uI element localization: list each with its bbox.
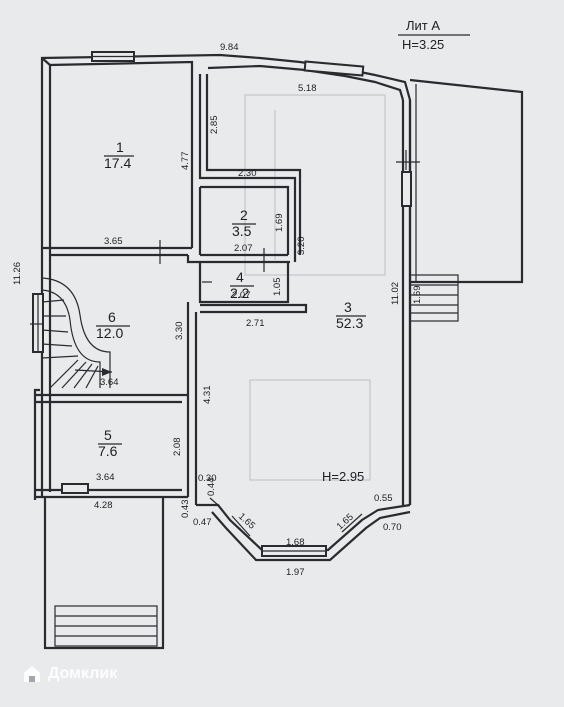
lit-label: Лит А [406, 18, 440, 33]
window-room5 [61, 483, 89, 494]
dim-207b: 2.07 [232, 290, 251, 301]
bay-window [196, 497, 411, 562]
interior-walls [30, 74, 308, 505]
dim-428: 4.28 [94, 500, 113, 511]
room-5-number: 5 [104, 427, 112, 443]
height-label: H=3.25 [402, 37, 444, 52]
dim-364b: 3.64 [96, 472, 115, 483]
dim-047: 0.47 [193, 517, 212, 528]
dim-208: 2.08 [172, 438, 183, 457]
room-2-area: 3.5 [232, 223, 252, 239]
window-room3-right [401, 171, 412, 207]
dim-197: 1.97 [286, 567, 305, 578]
dim-169b: 1.69 [412, 286, 423, 305]
room-1-number: 1 [116, 139, 124, 155]
room-3-area: 52.3 [336, 315, 363, 331]
dim-330: 3.30 [174, 322, 185, 341]
dim-right-total: 11.02 [390, 282, 401, 305]
room-2-number: 2 [240, 207, 248, 223]
dim-105: 1.05 [272, 278, 283, 297]
room-5-area: 7.6 [98, 443, 118, 459]
window-room3-top [303, 60, 365, 77]
watermark-brand: Домклик [48, 665, 118, 682]
entrance-porch [43, 497, 165, 650]
outer-walls [33, 51, 420, 505]
dim-055: 0.55 [374, 493, 393, 504]
dim-169: 1.69 [274, 214, 285, 233]
dim-070: 0.70 [383, 522, 402, 533]
right-steps [409, 274, 459, 322]
room-3-number: 3 [344, 299, 352, 315]
dim-320: 3.20 [296, 237, 307, 256]
dim-364a: 3.64 [100, 377, 119, 388]
dim-top-total: 9.84 [220, 42, 239, 53]
dim-left-total: 11.26 [12, 262, 23, 285]
annex-right [409, 78, 524, 322]
room-1-area: 17.4 [104, 155, 131, 171]
room-labels: 1 17.4 2 3.5 3 52.3 4 2.2 6 12.0 5 7.6 H… [96, 139, 366, 484]
room-4-number: 4 [236, 269, 244, 285]
dim-room1-height: 4.77 [180, 152, 191, 171]
dim-431: 4.31 [202, 386, 213, 405]
room-3-height: H=2.95 [322, 469, 364, 484]
dim-230: 2.30 [238, 168, 257, 179]
room-4-area: 2.2 [230, 285, 250, 301]
dim-207a: 2.07 [234, 243, 253, 254]
dim-top-right: 5.18 [298, 83, 317, 94]
room-6-area: 12.0 [96, 325, 123, 341]
staircase [41, 277, 113, 389]
dim-271: 2.71 [246, 318, 265, 329]
dim-168: 1.68 [286, 537, 305, 548]
paper-ghost-lines [244, 94, 386, 481]
domclick-logo-icon [24, 666, 40, 682]
dim-030: 0.30 [198, 473, 217, 484]
dim-043: 0.43 [180, 500, 191, 519]
dim-room1-width: 3.65 [104, 236, 123, 247]
dim-285: 2.85 [209, 116, 220, 135]
room-6-number: 6 [108, 309, 116, 325]
watermark: Домклик [22, 664, 117, 684]
title-block: Лит А H=3.25 [398, 18, 470, 52]
dim-044: 0.44 [206, 478, 217, 497]
